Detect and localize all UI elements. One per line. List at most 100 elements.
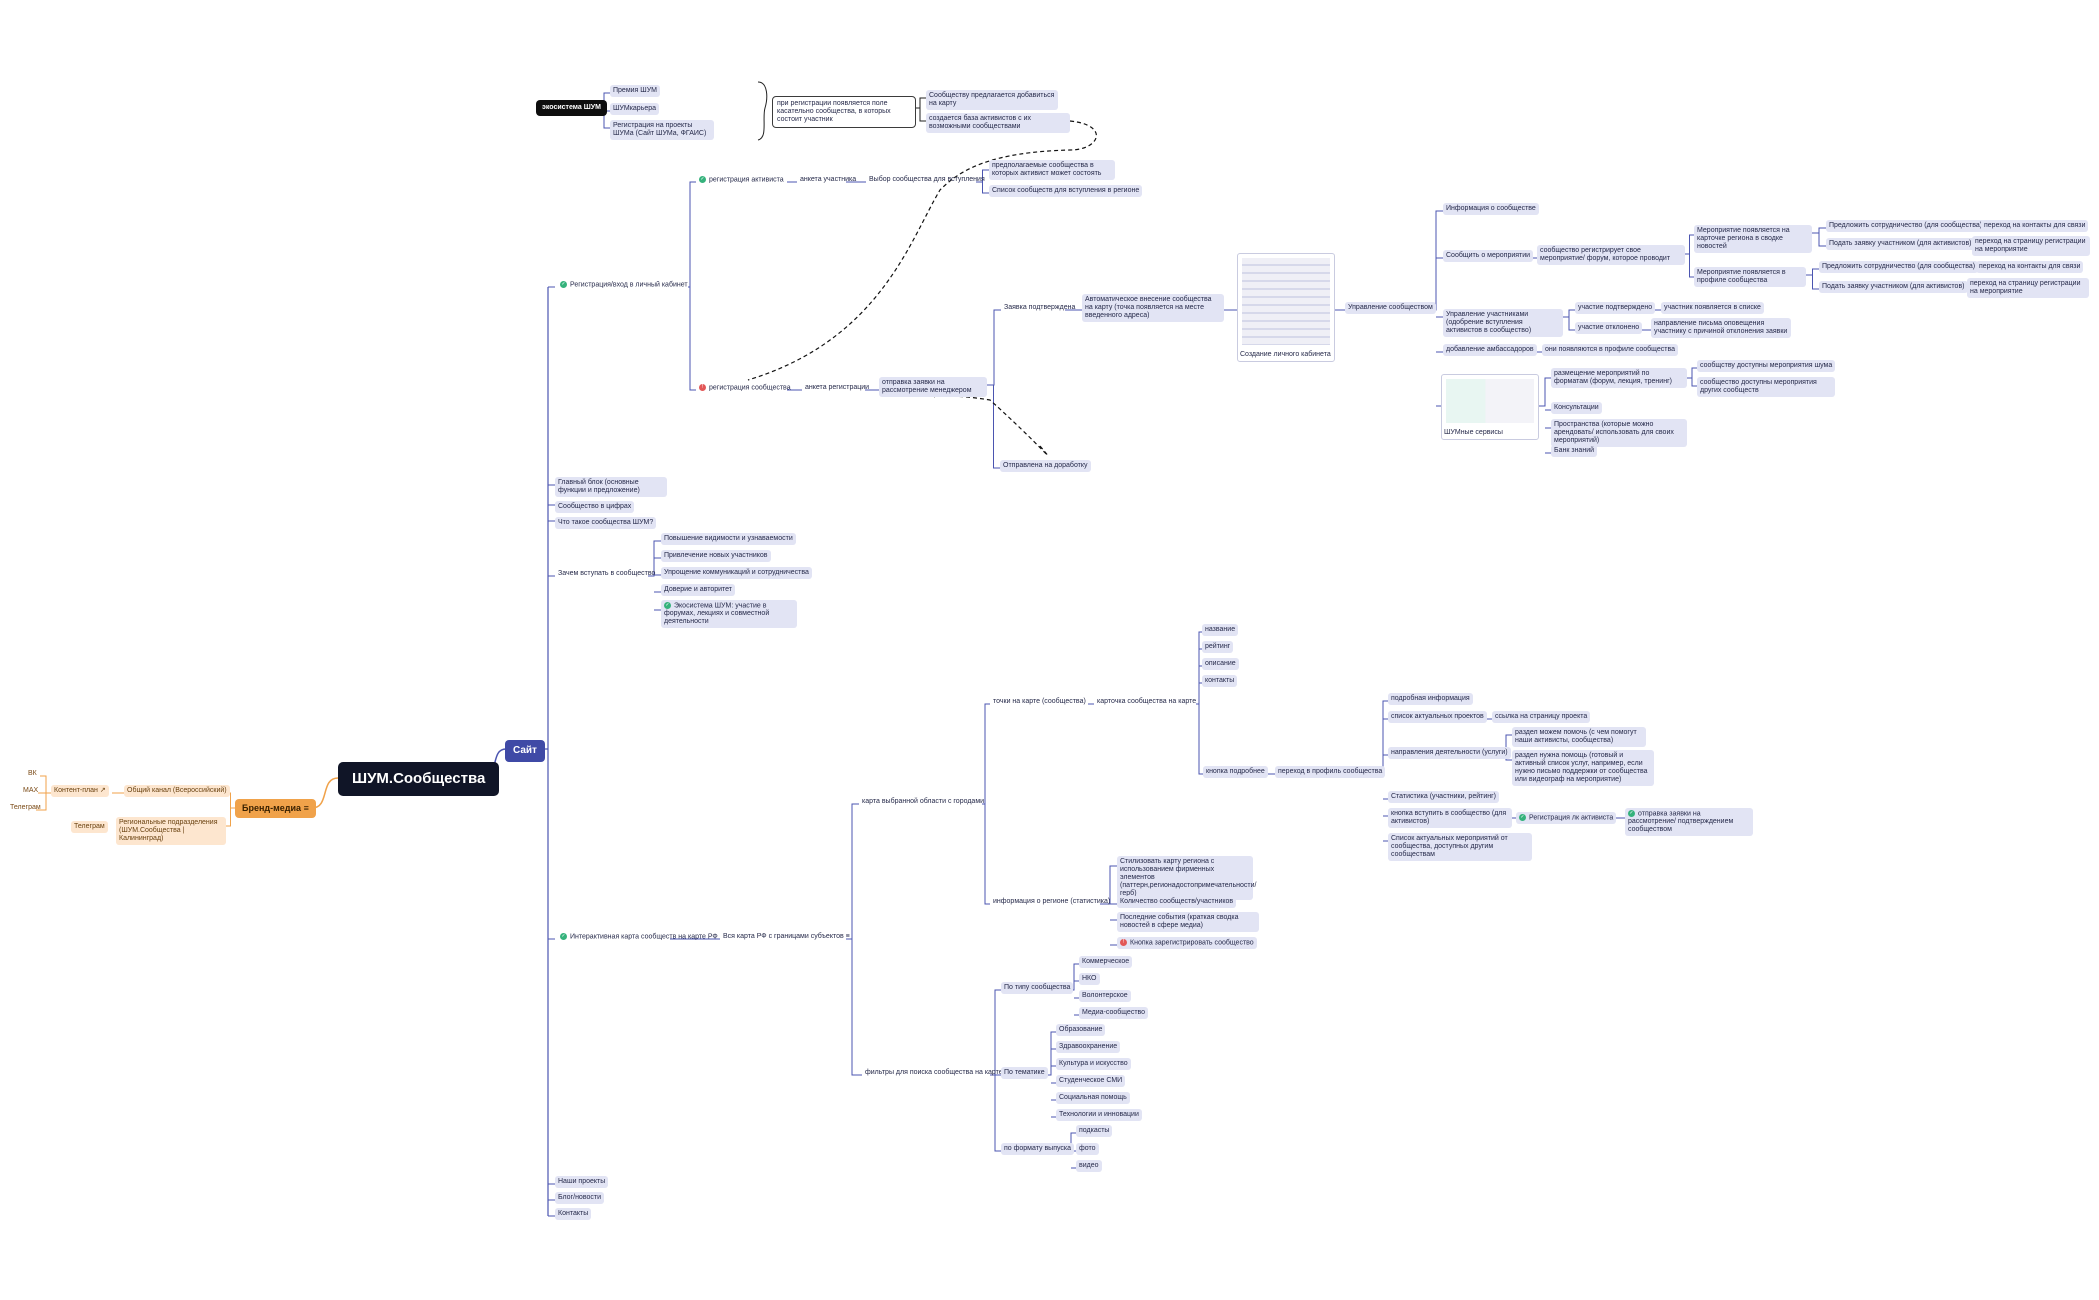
why-item[interactable]: Доверие и авторитет <box>661 584 736 596</box>
regional-node[interactable]: Региональные подразделения (ШУМ.Сообщест… <box>116 817 226 845</box>
points-node[interactable]: точки на карте (сообщества) <box>993 698 1086 705</box>
regpage-link-node[interactable]: переход на страницу регистрации на мероп… <box>1972 236 2090 256</box>
why-item[interactable]: Привлечение новых участников <box>661 550 771 562</box>
theme-filter-node[interactable]: По тематике <box>1001 1067 1048 1079</box>
spaces-node[interactable]: Пространства (которые можно арендовать/ … <box>1551 419 1687 447</box>
registration-form-node[interactable]: анкета регистрации <box>805 384 870 391</box>
projects-list-node[interactable]: список актуальных проектов <box>1388 711 1487 723</box>
help-offer-node[interactable]: раздел можем помочь (с чем помогут наши … <box>1512 727 1646 747</box>
area-map-node[interactable]: карта выбранной области с городами <box>862 798 985 805</box>
confirmed-node[interactable]: участие подтверждено <box>1575 302 1656 314</box>
more-button-node[interactable]: кнопка подробнее <box>1203 766 1268 778</box>
card-item[interactable]: описание <box>1202 658 1239 670</box>
format-item[interactable]: фото <box>1076 1143 1099 1155</box>
theme-item[interactable]: Социальная помощь <box>1056 1092 1130 1104</box>
why-item[interactable]: Повышение видимости и узнаваемости <box>661 533 796 545</box>
ecosystem-node[interactable]: экосистема ШУМ <box>536 100 607 116</box>
what-is-node[interactable]: Что такое сообщества ШУМ? <box>555 517 657 529</box>
stylize-node[interactable]: Стилизовать карту региона с использовани… <box>1117 856 1256 900</box>
brand-media-node[interactable]: Бренд-медиа ≡ <box>235 799 316 818</box>
projects-node[interactable]: Наши проекты <box>555 1176 609 1188</box>
help-need-node[interactable]: раздел нужна помощь (готовый и активный … <box>1512 750 1654 786</box>
rejected-node[interactable]: участие отклонено <box>1575 322 1643 334</box>
activist-registration-node[interactable]: ✓регистрация активиста <box>696 174 787 186</box>
why-node[interactable]: Зачем вступать в сообщество <box>558 570 656 577</box>
placement-node[interactable]: размещение мероприятий по форматам (фору… <box>1551 368 1687 388</box>
consult-node[interactable]: Консультации <box>1551 402 1602 414</box>
figures-node[interactable]: Сообщество в цифрах <box>555 501 635 513</box>
coop-node[interactable]: Предложить сотрудничество (для сообществ… <box>1826 220 1986 232</box>
appears-node[interactable]: участник появляется в списке <box>1661 302 1764 314</box>
community-registration-node[interactable]: !регистрация сообщества <box>696 382 794 394</box>
avail-other-node[interactable]: сообщество доступны мероприятия других с… <box>1697 377 1835 397</box>
goto-profile-node[interactable]: переход в профиль сообщества <box>1275 766 1386 778</box>
site-node[interactable]: Сайт <box>505 740 545 762</box>
stats-node[interactable]: Статистика (участники, рейтинг) <box>1388 791 1499 803</box>
format-item[interactable]: подкасты <box>1076 1125 1113 1137</box>
knowledge-node[interactable]: Банк знаний <box>1551 445 1598 457</box>
send-request-node[interactable]: отправка заявки на рассмотрение менеджер… <box>879 377 987 397</box>
region-info-node[interactable]: информация о регионе (статистика) <box>993 898 1111 905</box>
map-node[interactable]: ✓Интерактивная карта сообществ на карте … <box>557 931 721 943</box>
filters-node[interactable]: фильтры для поиска сообщества на карте <box>865 1069 1003 1076</box>
apply-node[interactable]: Подать заявку участником (для активистов… <box>1826 238 1975 250</box>
news-node[interactable]: Мероприятие появляется на карточке регио… <box>1694 225 1812 253</box>
why-item[interactable]: Упрощение коммуникаций и сотрудничества <box>661 567 812 579</box>
ecosystem-item[interactable]: Премия ШУМ <box>610 85 660 97</box>
ecosystem-item[interactable]: ШУМкарьера <box>610 103 660 115</box>
register-button-node[interactable]: !Кнопка зарегистрировать сообщество <box>1117 937 1257 950</box>
ambassadors-node[interactable]: добавление амбассадоров <box>1443 344 1537 356</box>
telegram-node[interactable]: Телеграм <box>71 821 108 833</box>
lk-registration-node[interactable]: ✓Регистрация лк активиста <box>1516 812 1617 825</box>
theme-item[interactable]: Образование <box>1056 1024 1106 1036</box>
offer-node[interactable]: Сообществу предлагается добавиться на ка… <box>926 90 1058 110</box>
details-node[interactable]: подробная информация <box>1388 693 1473 705</box>
proposed-communities-node[interactable]: предполагаемые сообщества в которых акти… <box>989 160 1115 180</box>
type-item[interactable]: Медиа-сообщество <box>1079 1007 1149 1019</box>
events-node[interactable]: Сообщить о мероприятии <box>1443 250 1534 262</box>
recent-node[interactable]: Последние события (краткая сводка новост… <box>1117 912 1259 932</box>
all-map-node[interactable]: Вся карта РФ с границами субъектов ≡ <box>720 931 853 943</box>
card-node[interactable]: карточка сообщества на карте <box>1097 698 1197 705</box>
registers-node[interactable]: сообщество регистрирует свое мероприятие… <box>1537 245 1685 265</box>
directions-node[interactable]: направления деятельности (услуги) <box>1388 747 1511 759</box>
letter-node[interactable]: направление письма оповещения участнику … <box>1651 318 1791 338</box>
registration-node[interactable]: ✓Регистрация/вход в личный кабинет <box>557 279 691 291</box>
project-link-node[interactable]: ссылка на страницу проекта <box>1492 711 1591 723</box>
manage-node[interactable]: Управление сообществом <box>1345 302 1436 314</box>
blog-node[interactable]: Блог/новости <box>555 1192 604 1204</box>
type-item[interactable]: НКО <box>1079 973 1100 985</box>
rework-node[interactable]: Отправлена на доработку <box>1000 460 1091 472</box>
content-plan-node[interactable]: Контент-план ↗ <box>51 785 109 797</box>
format-item[interactable]: видео <box>1076 1160 1102 1172</box>
theme-item[interactable]: Здравоохранение <box>1056 1041 1121 1053</box>
activist-form-node[interactable]: анкета участника <box>800 176 857 183</box>
card-item[interactable]: контакты <box>1202 675 1238 687</box>
profile-event-node[interactable]: Мероприятие появляется в профиле сообщес… <box>1694 267 1806 287</box>
amb-profile-node[interactable]: они появляются в профиле сообщества <box>1542 344 1678 356</box>
contacts-link-node[interactable]: переход на контакты для связи <box>1981 220 2089 232</box>
type-filter-node[interactable]: По типу сообщества <box>1001 982 1074 994</box>
theme-item[interactable]: Технологии и инновации <box>1056 1109 1142 1121</box>
join-button-node[interactable]: кнопка вступить в сообщество (для активи… <box>1388 808 1512 828</box>
root-node[interactable]: ШУМ.Сообщества <box>338 762 500 796</box>
avail-shum-node[interactable]: сообщству доступны мероприятия шума <box>1697 360 1836 372</box>
ecosystem-item[interactable]: Регистрация на проекты ШУМа (Сайт ШУМа, … <box>610 120 714 140</box>
type-item[interactable]: Коммерческое <box>1079 956 1133 968</box>
community-choice-node[interactable]: Выбор сообщества для вступления <box>869 176 985 183</box>
why-item[interactable]: ✓Экосистема ШУМ: участие в форумах, лекц… <box>661 600 797 629</box>
type-item[interactable]: Волонтерское <box>1079 990 1131 1002</box>
info-node[interactable]: Информация о сообществе <box>1443 203 1539 215</box>
actual-events-node[interactable]: Список актуальных мероприятий от сообщес… <box>1388 833 1532 861</box>
send-request-node[interactable]: ✓отправка заявки на рассмотрение/ подтве… <box>1625 808 1753 837</box>
format-filter-node[interactable]: по формату выпуска <box>1001 1143 1075 1155</box>
count-node[interactable]: Количество сообществ/участников <box>1117 896 1237 908</box>
coop-node[interactable]: Предложить сотрудничество (для сообществ… <box>1819 261 1979 273</box>
regpage-link-node[interactable]: переход на страницу регистрации на мероп… <box>1967 278 2089 298</box>
card-item[interactable]: рейтинг <box>1202 641 1234 653</box>
contacts-node[interactable]: Контакты <box>555 1208 592 1220</box>
members-node[interactable]: Управление участниками (одобрение вступл… <box>1443 309 1563 337</box>
main-block-node[interactable]: Главный блок (основные функции и предлож… <box>555 477 667 497</box>
contacts-link-node[interactable]: переход на контакты для связи <box>1976 261 2084 273</box>
auto-add-node[interactable]: Автоматическое внесение сообщества на ка… <box>1082 294 1224 322</box>
